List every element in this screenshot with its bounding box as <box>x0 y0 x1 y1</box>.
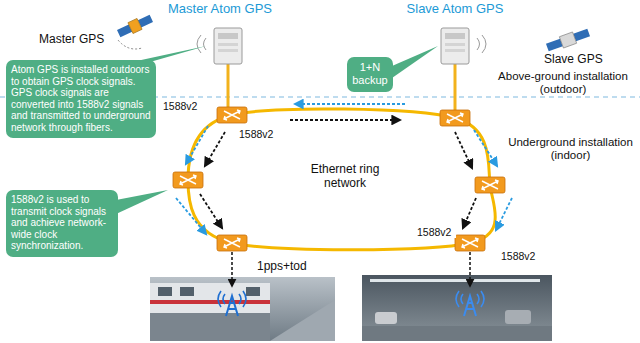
signal-label: 1588v2 <box>162 100 202 112</box>
signal-label: 1588v2 <box>500 250 540 262</box>
ring-line <box>188 109 495 250</box>
callout-text: 1588v2 is used to transmit clock signals… <box>11 194 113 252</box>
ethernet-ring <box>173 107 505 251</box>
tower-icon <box>218 291 246 316</box>
signal-label: 1588v2 <box>416 226 456 238</box>
device-label: Master Atom GPS <box>158 2 282 17</box>
clock-flow-arrows <box>176 104 512 234</box>
platform-photo <box>150 277 335 341</box>
ring-label: Ethernet ring network <box>303 163 387 191</box>
callout-text: 1+N backup <box>352 61 388 86</box>
router-icon <box>455 235 485 251</box>
router-icon <box>440 110 470 126</box>
router-icon <box>475 177 505 193</box>
callout-text: Atom GPS is installed outdoors to obtain… <box>11 64 151 133</box>
backup-box: 1+N backup <box>347 57 393 92</box>
zone-label: Underground installation (indoor) <box>505 136 636 162</box>
satellite-label: Master GPS <box>38 33 118 47</box>
router-icon <box>173 172 203 188</box>
info-callout: 1588v2 is used to transmit clock signals… <box>6 190 118 257</box>
satellite-icon <box>116 13 154 39</box>
garage-photo <box>362 275 552 341</box>
info-callout: Atom GPS is installed outdoors to obtain… <box>6 60 156 138</box>
tower-icon <box>456 291 484 316</box>
satellite-icon <box>545 27 590 53</box>
signal-label: 1588v2 <box>238 128 278 140</box>
zone-label: Above-ground installation (outdoor) <box>490 70 636 96</box>
router-icon <box>217 107 247 123</box>
device-label: Slave Atom GPS <box>393 2 517 17</box>
atom-gps-device <box>197 28 242 64</box>
satellite-label: Slave GPS <box>543 53 623 67</box>
router-icon <box>217 235 247 251</box>
atom-gps-device <box>441 28 486 64</box>
signal-label: 1pps+tod <box>256 260 316 274</box>
